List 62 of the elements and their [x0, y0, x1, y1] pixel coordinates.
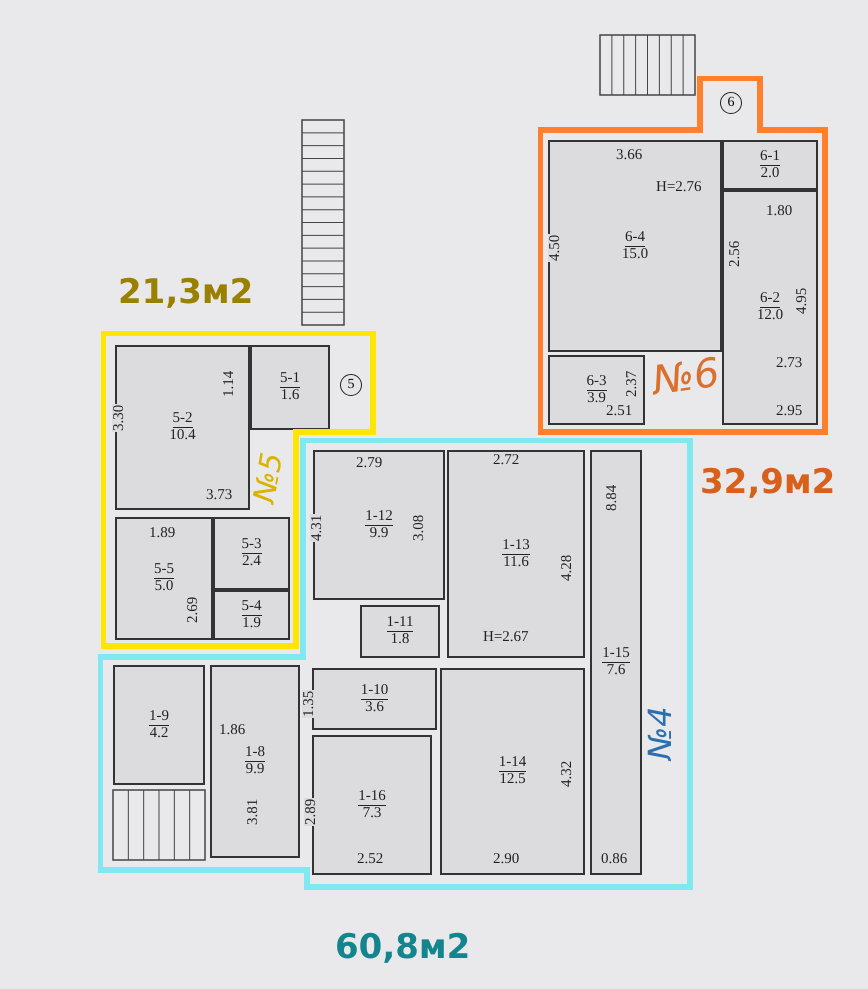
room-area: 7.3	[362, 806, 382, 822]
room	[722, 190, 818, 425]
room-area: 9.9	[370, 526, 388, 542]
room-area: 1.9	[242, 616, 261, 632]
room-area: 10.4	[169, 428, 196, 444]
room-number: 1-13	[502, 538, 530, 554]
area-label: 21,3м2	[118, 275, 254, 309]
room	[590, 450, 642, 875]
room-number: 6-4	[625, 230, 645, 246]
room-area: 1.6	[280, 388, 300, 404]
room-area: 4.2	[150, 726, 168, 742]
room-number: 6-3	[586, 374, 606, 390]
circled-number: 5	[340, 374, 362, 396]
room	[440, 668, 585, 875]
room	[115, 345, 250, 510]
room	[113, 665, 205, 785]
room-number: 1-12	[365, 508, 393, 526]
room-number: 6-1	[760, 148, 780, 166]
room-number: 5-1	[280, 371, 300, 388]
room-area: 2.0	[760, 166, 780, 182]
handwritten-unit-number: №6	[650, 352, 722, 402]
room-number: 1-16	[358, 788, 386, 806]
room	[115, 517, 213, 640]
room-number: 5-4	[242, 598, 262, 616]
room-area: 9.9	[246, 762, 264, 778]
room-number: 5-2	[172, 411, 192, 428]
room	[213, 517, 290, 590]
room	[548, 355, 645, 425]
room	[210, 665, 300, 858]
room	[312, 668, 437, 730]
room-area: 5.0	[154, 579, 174, 595]
circled-number: 6	[720, 92, 742, 114]
room-number: 6-2	[760, 291, 780, 308]
area-label: 32,9м2	[700, 465, 836, 499]
room	[447, 450, 585, 658]
room	[213, 590, 290, 640]
room-number: 1-9	[149, 708, 169, 726]
room-area: 11.6	[503, 554, 529, 570]
room-area: 3.9	[587, 390, 606, 406]
room-number: 1-8	[245, 745, 265, 762]
dimension-label: 1.35	[302, 690, 317, 718]
room-area: 15.0	[622, 246, 648, 262]
room	[548, 140, 722, 352]
room-number: 1-11	[386, 615, 414, 632]
room-area: 12.0	[756, 308, 784, 324]
room	[360, 605, 440, 658]
room	[313, 450, 445, 600]
room	[722, 140, 818, 190]
room	[250, 345, 330, 430]
room-area: 2.4	[242, 554, 261, 570]
area-label: 60,8м2	[335, 930, 470, 964]
room-area: 12.5	[499, 772, 526, 788]
handwritten-unit-number: №5	[250, 450, 288, 506]
room-number: 5-3	[242, 537, 262, 554]
room-number: 1-14	[498, 755, 526, 772]
room-number: 1-15	[602, 646, 630, 663]
room-number: 5-5	[154, 562, 174, 579]
room-area: 3.6	[365, 700, 384, 716]
room-number: 1-10	[360, 682, 388, 700]
handwritten-unit-number: №4	[644, 706, 676, 760]
room-area: 7.6	[606, 663, 626, 679]
room-area: 1.8	[390, 632, 410, 648]
